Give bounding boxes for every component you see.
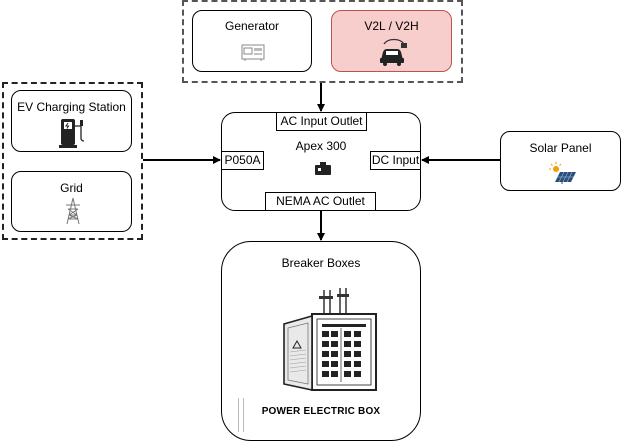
power-electric-box-caption: POWER ELECTRIC BOX [261,406,381,417]
dc-input-port[interactable]: DC Input [370,151,421,170]
solar-panel-icon [549,162,576,184]
apex-300-label: Apex 300 [295,139,347,153]
watermark-stamp [238,398,244,432]
ev-charging-station-node[interactable]: EV Charging Station [11,90,132,152]
v2l-v2h-node[interactable]: V2L / V2H [331,10,452,72]
ev-charging-station-label: EV Charging Station [17,100,126,114]
ac-input-outlet-port[interactable]: AC Input Outlet [276,112,367,131]
grid-node[interactable]: Grid [11,171,132,232]
power-tower-icon [66,197,80,225]
grid-label: Grid [60,181,83,195]
solar-panel-node[interactable]: Solar Panel [500,131,621,191]
top-source-group [182,0,463,83]
generator-label: Generator [224,19,280,33]
p050a-port[interactable]: P050A [221,151,264,170]
generator-icon [241,44,265,61]
breaker-boxes-label: Breaker Boxes [281,256,361,270]
nema-ac-outlet-port[interactable]: NEMA AC Outlet [265,192,376,211]
left-source-group [2,82,143,240]
breaker-boxes-node[interactable]: Breaker Boxes [221,241,421,441]
charging-station-icon [59,119,85,148]
generator-node[interactable]: Generator [192,10,312,72]
ev-car-plug-icon [380,38,407,66]
v2l-v2h-label: V2L / V2H [364,19,419,33]
battery-unit-icon [315,162,331,175]
solar-panel-label: Solar Panel [529,141,592,155]
power-electric-box-illustration [283,288,377,391]
